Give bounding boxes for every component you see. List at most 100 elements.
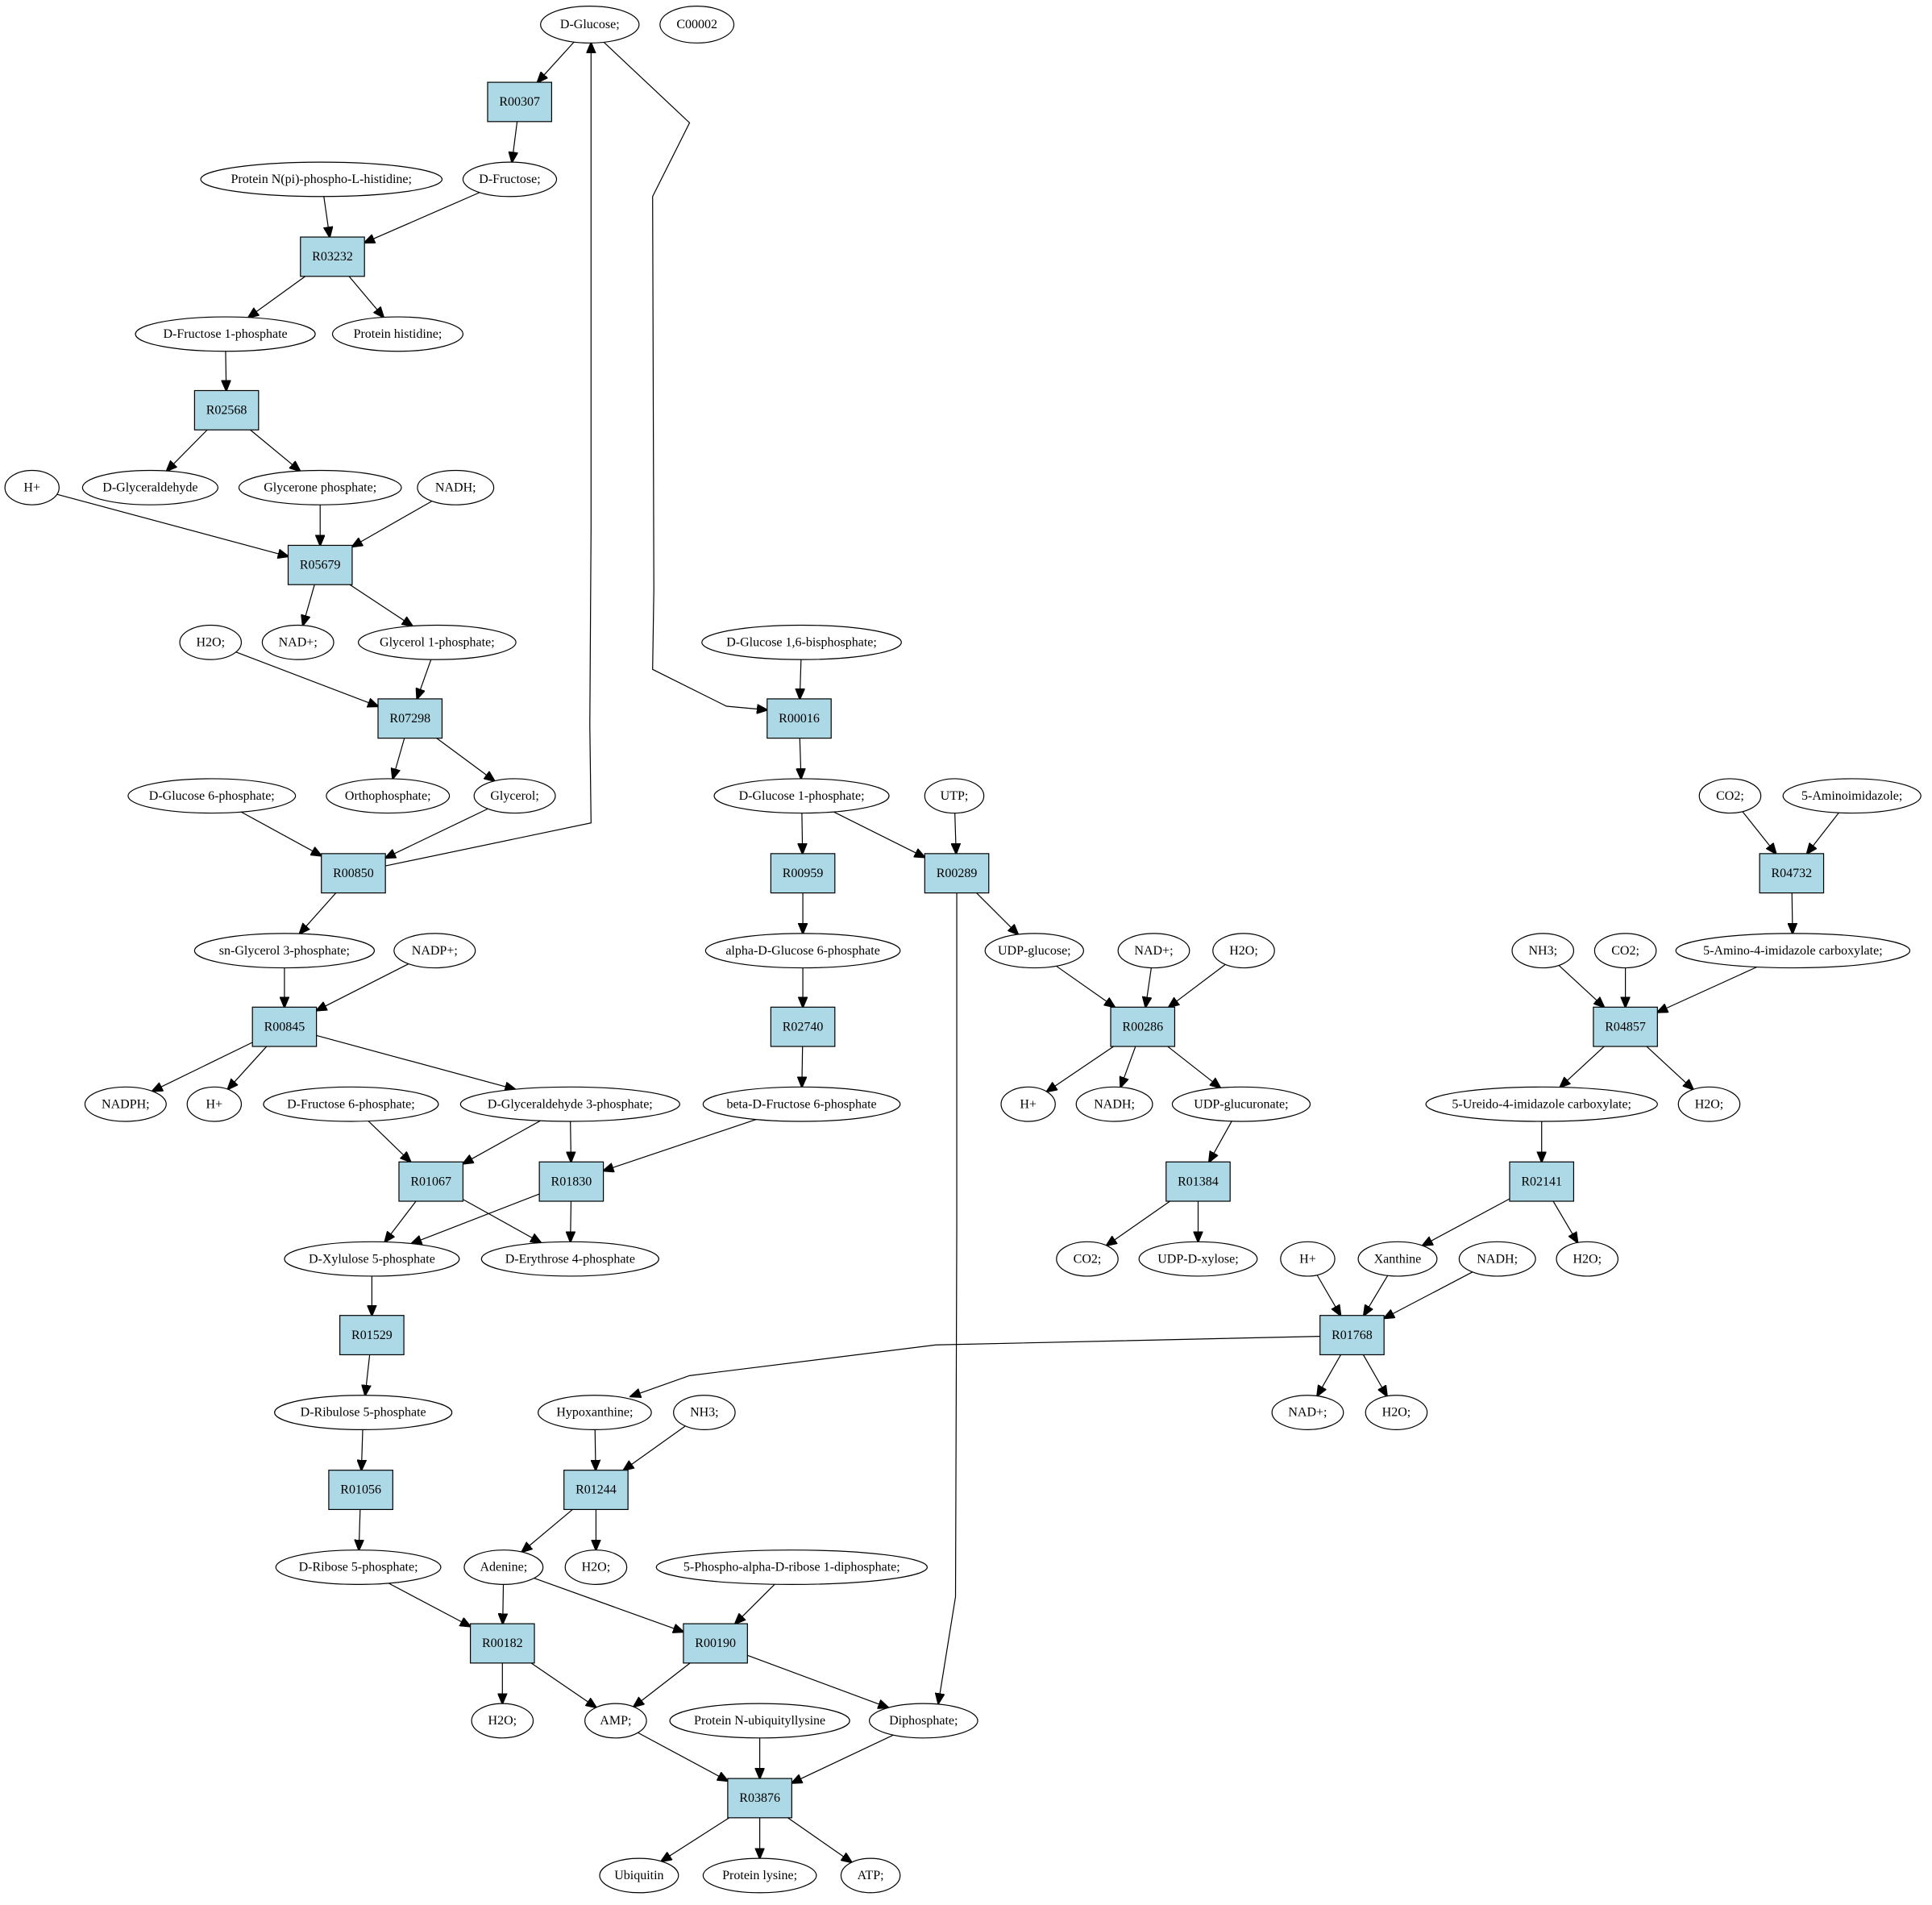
compound-node-nad-3[interactable]: NAD+;: [1271, 1395, 1344, 1430]
compound-node-h-3[interactable]: H+: [1000, 1086, 1056, 1122]
reaction-node-r00845[interactable]: R00845: [251, 1006, 318, 1047]
reaction-node-r01056[interactable]: R01056: [328, 1470, 393, 1511]
compound-node-h2o-3[interactable]: H2O;: [1677, 1086, 1741, 1122]
compound-node-xanthine[interactable]: Xanthine: [1357, 1241, 1438, 1277]
compound-node-co2-2[interactable]: CO2;: [1698, 778, 1762, 814]
reaction-node-r01067[interactable]: R01067: [398, 1161, 464, 1202]
compound-node-5-phospho-alpha-d-ribose-1-diphosphate[interactable]: 5-Phospho-alpha-D-ribose 1-diphosphate;: [655, 1549, 928, 1585]
start-compound-node-d-glucose[interactable]: D-Glucose;: [540, 6, 640, 44]
node-shape: [300, 236, 365, 277]
node-shape: [1759, 853, 1825, 894]
reaction-node-r00182[interactable]: R00182: [469, 1623, 535, 1664]
compound-node-nad-1[interactable]: NAD+;: [261, 624, 334, 660]
compound-node-udp-glucuronate[interactable]: UDP-glucuronate;: [1171, 1086, 1311, 1122]
node-label: NADP+;: [412, 944, 458, 958]
compound-node-nadh-3[interactable]: NADH;: [1458, 1241, 1536, 1277]
compound-node-nadp[interactable]: NADP+;: [393, 933, 476, 969]
compound-node-beta-d-fructose-6-phosphate[interactable]: beta-D-Fructose 6-phosphate: [702, 1086, 901, 1122]
compound-node-d-erythrose-4-phosphate[interactable]: D-Erythrose 4-phosphate: [480, 1241, 659, 1277]
reaction-node-r00850[interactable]: R00850: [321, 853, 386, 894]
reaction-node-r00959[interactable]: R00959: [770, 853, 836, 894]
compound-node-protein-lysine[interactable]: Protein lysine;: [702, 1857, 817, 1894]
compound-node-h2o-6[interactable]: H2O;: [564, 1549, 628, 1585]
compound-node-udp-d-xylose[interactable]: UDP-D-xylose;: [1138, 1241, 1258, 1277]
node-shape: [463, 1549, 544, 1585]
compound-node-hypoxanthine[interactable]: Hypoxanthine;: [538, 1395, 652, 1430]
highlight-compound-node-c00002[interactable]: C00002: [659, 6, 735, 44]
reaction-node-r02141[interactable]: R02141: [1509, 1161, 1575, 1202]
compound-node-co2-3[interactable]: CO2;: [1593, 933, 1657, 969]
reaction-node-r02740[interactable]: R02740: [770, 1006, 836, 1047]
reaction-node-r00286[interactable]: R00286: [1110, 1006, 1176, 1047]
compound-node-ubiquitin[interactable]: Ubiquitin: [599, 1857, 679, 1894]
node-shape: [1677, 1086, 1741, 1122]
reaction-node-r03876[interactable]: R03876: [727, 1778, 792, 1819]
compound-node-amp[interactable]: AMP;: [584, 1703, 647, 1739]
compound-node-h-1[interactable]: H+: [4, 469, 60, 505]
compound-node-h2o-7[interactable]: H2O;: [471, 1703, 534, 1739]
edge-r05679-to-glycerol-1-phosphate: [349, 584, 413, 626]
reaction-node-r01529[interactable]: R01529: [339, 1315, 405, 1356]
compound-node-d-fructose-1-phosphate[interactable]: D-Fructose 1-phosphate: [135, 316, 316, 352]
reaction-node-r00016[interactable]: R00016: [767, 698, 832, 739]
compound-node-atp[interactable]: ATP;: [840, 1857, 901, 1894]
compound-node-d-glucose-1-6-bisphosphate[interactable]: D-Glucose 1,6-bisphosphate;: [701, 624, 902, 660]
compound-node-5-aminoimidazole[interactable]: 5-Aminoimidazole;: [1782, 778, 1922, 814]
compound-node-d-fructose-6-phosphate[interactable]: D-Fructose 6-phosphate;: [263, 1086, 439, 1122]
reaction-node-r04732[interactable]: R04732: [1759, 853, 1825, 894]
node-label: H2O;: [1382, 1406, 1411, 1420]
compound-node-nadh-2[interactable]: NADH;: [1075, 1086, 1153, 1122]
compound-node-utp[interactable]: UTP;: [924, 778, 985, 814]
compound-node-d-glyceraldehyde[interactable]: D-Glyceraldehyde: [81, 469, 219, 505]
compound-node-d-ribose-5-phosphate[interactable]: D-Ribose 5-phosphate;: [275, 1549, 442, 1585]
reaction-node-r07298[interactable]: R07298: [377, 698, 443, 739]
compound-node-udp-glucose[interactable]: UDP-glucose;: [984, 933, 1084, 969]
compound-node-protein-histidine[interactable]: Protein histidine;: [331, 316, 464, 352]
node-label: NADH;: [1094, 1097, 1135, 1111]
compound-node-alpha-d-glucose-6-phosphate[interactable]: alpha-D-Glucose 6-phosphate: [704, 933, 901, 969]
compound-node-d-glyceraldehyde-3-phosphate[interactable]: D-Glyceraldehyde 3-phosphate;: [459, 1086, 680, 1122]
reaction-node-r03232[interactable]: R03232: [300, 236, 365, 277]
reaction-node-r02568[interactable]: R02568: [193, 389, 260, 430]
reaction-node-r01384[interactable]: R01384: [1165, 1161, 1231, 1202]
compound-node-glycerone-phosphate[interactable]: Glycerone phosphate;: [238, 469, 402, 505]
reaction-node-r05679[interactable]: R05679: [287, 544, 353, 585]
compound-node-adenine[interactable]: Adenine;: [463, 1549, 544, 1585]
reaction-node-r00289[interactable]: R00289: [924, 853, 990, 894]
compound-node-nh3-1[interactable]: NH3;: [1511, 933, 1575, 969]
reaction-node-r00307[interactable]: R00307: [487, 81, 553, 123]
compound-node-nad-2[interactable]: NAD+;: [1117, 933, 1190, 969]
reaction-node-r04857[interactable]: R04857: [1593, 1006, 1658, 1047]
compound-node-glycerol-1-phosphate[interactable]: Glycerol 1-phosphate;: [357, 624, 517, 660]
compound-node-h2o-1[interactable]: H2O;: [179, 624, 243, 660]
compound-node-protein-n-pi-phospho-l-histidine[interactable]: Protein N(pi)-phospho-L-histidine;: [200, 161, 443, 198]
compound-node-5-ureido-4-imidazole-carboxylate[interactable]: 5-Ureido-4-imidazole carboxylate;: [1425, 1086, 1658, 1122]
compound-node-h2o-2[interactable]: H2O;: [1212, 933, 1275, 969]
compound-node-d-xylulose-5-phosphate[interactable]: D-Xylulose 5-phosphate: [284, 1241, 460, 1277]
edge-diphosphate-to-r03876: [791, 1734, 894, 1783]
compound-node-d-glucose-6-phosphate[interactable]: D-Glucose 6-phosphate;: [127, 778, 297, 814]
compound-node-diphosphate[interactable]: Diphosphate;: [868, 1703, 978, 1739]
edge-r01768-to-nad-3: [1317, 1354, 1341, 1395]
compound-node-nh3-2[interactable]: NH3;: [673, 1395, 736, 1430]
compound-node-5-amino-4-imidazole-carboxylate[interactable]: 5-Amino-4-imidazole carboxylate;: [1675, 933, 1911, 969]
edge-d-glucose-to-r00307: [538, 41, 575, 82]
compound-node-nadh-1[interactable]: NADH;: [417, 469, 495, 505]
compound-node-d-glucose-1-phosphate[interactable]: D-Glucose 1-phosphate;: [713, 778, 890, 814]
compound-node-h-4[interactable]: H+: [1280, 1241, 1336, 1277]
compound-node-d-ribulose-5-phosphate[interactable]: D-Ribulose 5-phosphate: [274, 1395, 453, 1430]
compound-node-h-2[interactable]: H+: [186, 1086, 243, 1122]
compound-node-orthophosphate[interactable]: Orthophosphate;: [326, 778, 451, 814]
reaction-node-r01830[interactable]: R01830: [538, 1161, 605, 1202]
compound-node-h2o-5[interactable]: H2O;: [1365, 1395, 1428, 1430]
compound-node-h2o-4[interactable]: H2O;: [1556, 1241, 1619, 1277]
reaction-node-r01768[interactable]: R01768: [1319, 1315, 1385, 1356]
reaction-node-r00190[interactable]: R00190: [683, 1623, 748, 1664]
compound-node-d-fructose[interactable]: D-Fructose;: [462, 161, 558, 198]
compound-node-glycerol[interactable]: Glycerol;: [473, 778, 556, 814]
compound-node-sn-glycerol-3-phosphate[interactable]: sn-Glycerol 3-phosphate;: [193, 933, 376, 969]
compound-node-protein-n-ubiquityllysine[interactable]: Protein N-ubiquityllysine: [669, 1703, 850, 1739]
compound-node-nadph[interactable]: NADPH;: [84, 1086, 167, 1122]
reaction-node-r01244[interactable]: R01244: [563, 1470, 629, 1511]
compound-node-co2-1[interactable]: CO2;: [1056, 1241, 1119, 1277]
